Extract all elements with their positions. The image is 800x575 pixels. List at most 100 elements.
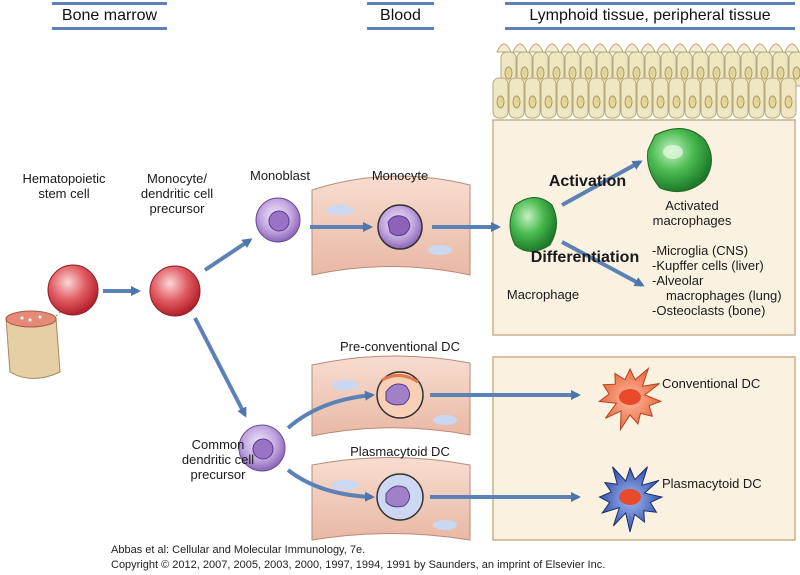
list-item-osteoclasts: -Osteoclasts (bone) [652, 303, 766, 318]
label-common-dc-precursor: Common dendritic cell precursor [181, 437, 255, 482]
monoblast-cell-icon [255, 197, 301, 243]
epithelial-nucleus [632, 66, 641, 80]
label-monocyte: Monocyte [371, 168, 429, 183]
epithelial-apex [672, 43, 688, 53]
epithelial-apex [656, 43, 672, 53]
epithelial-nucleus [704, 95, 713, 109]
epithelial-nucleus [768, 95, 777, 109]
epithelial-nucleus [784, 95, 793, 109]
epithelial-nucleus [776, 66, 785, 80]
epithelial-apex [752, 43, 768, 53]
epithelial-nucleus [608, 95, 617, 109]
list-tissue-macrophages: -Microglia (CNS) -Kupffer cells (liver) … [652, 243, 792, 318]
list-item-alveolar: -Alveolar [652, 273, 704, 288]
arrows [103, 160, 645, 502]
label-activation: Activation [548, 173, 627, 190]
epithelial-nucleus [576, 95, 585, 109]
epithelial-nucleus [624, 95, 633, 109]
epithelial-apex [560, 43, 576, 53]
list-item-alveolar-cont: macrophages (lung) [666, 288, 782, 303]
epithelial-apex [720, 43, 736, 53]
epithelial-nucleus [792, 66, 800, 80]
epithelial-nucleus [720, 95, 729, 109]
caption-source: Abbas et al: Cellular and Molecular Immu… [111, 544, 366, 556]
epithelial-apex [592, 43, 608, 53]
epithelial-nucleus [680, 66, 689, 80]
arrow-to-pre-conventional-dc [286, 390, 375, 430]
conventional-dc-cell-icon [597, 366, 663, 432]
hematopoietic-stem-cell-icon [47, 264, 99, 316]
epithelial-nucleus [496, 95, 505, 109]
label-plasmacytoid-dc-blood: Plasmacytoid DC [350, 444, 450, 459]
monocyte-dc-precursor-cell-icon [149, 265, 201, 317]
epithelial-nucleus [640, 95, 649, 109]
epithelial-nucleus [672, 95, 681, 109]
label-activated-macrophages: Activated macrophages [652, 198, 732, 228]
epithelial-nucleus [568, 66, 577, 80]
arrow-to-common-dc-precursor [193, 317, 247, 418]
epithelial-nucleus [656, 95, 665, 109]
epithelial-nucleus [584, 66, 593, 80]
epithelium-layer [492, 43, 800, 119]
epithelial-nucleus [648, 66, 657, 80]
list-item-kupffer: -Kupffer cells (liver) [652, 258, 764, 273]
arrow-activation [561, 160, 643, 207]
epithelial-nucleus [664, 66, 673, 80]
pre-conventional-dc-cell-icon [376, 371, 424, 419]
epithelial-nucleus [592, 95, 601, 109]
epithelial-apex [784, 43, 800, 53]
macrophage-cell-icon [509, 197, 557, 252]
activated-macrophage-cell-icon [647, 128, 712, 193]
epithelial-apex [512, 43, 528, 53]
epithelial-nucleus [744, 66, 753, 80]
common-dc-precursor-cell-icon [238, 424, 286, 472]
epithelial-nucleus [520, 66, 529, 80]
epithelial-nucleus [616, 66, 625, 80]
epithelial-apex [736, 43, 752, 53]
label-plasmacytoid-dc: Plasmacytoid DC [662, 476, 762, 491]
epithelial-apex [576, 43, 592, 53]
epithelial-apex [528, 43, 544, 53]
epithelial-nucleus [536, 66, 545, 80]
epithelial-nucleus [736, 95, 745, 109]
label-pre-conventional-dc: Pre-conventional DC [340, 339, 460, 354]
epithelial-nucleus [504, 66, 513, 80]
epithelial-apex [688, 43, 704, 53]
header-blood: Blood [367, 2, 434, 30]
epithelial-nucleus [512, 95, 521, 109]
epithelial-nucleus [760, 66, 769, 80]
epithelial-nucleus [712, 66, 721, 80]
epithelial-nucleus [728, 66, 737, 80]
epithelial-nucleus [752, 95, 761, 109]
epithelial-apex [544, 43, 560, 53]
epithelial-nucleus [560, 95, 569, 109]
arrow-to-monoblast [203, 238, 253, 272]
plasmacytoid-dc-cell-icon [598, 466, 664, 533]
header-bone-marrow: Bone marrow [52, 2, 167, 30]
caption-copyright: Copyright © 2012, 2007, 2005, 2003, 2000… [111, 559, 606, 571]
label-conventional-dc: Conventional DC [662, 376, 761, 391]
arrow-to-plasmacytoid-dc-blood [286, 468, 375, 502]
monocyte-cell-icon [377, 204, 423, 250]
epithelial-apex [608, 43, 624, 53]
label-differentiation: Differentiation [530, 249, 640, 266]
label-hematopoietic-stem-cell: Hematopoietic stem cell [22, 171, 106, 201]
arrow-differentiation [561, 240, 645, 287]
epithelial-nucleus [528, 95, 537, 109]
epithelial-apex [624, 43, 640, 53]
epithelial-apex [704, 43, 720, 53]
epithelial-apex [640, 43, 656, 53]
epithelial-nucleus [544, 95, 553, 109]
label-macrophage: Macrophage [506, 287, 580, 302]
epithelial-nucleus [600, 66, 609, 80]
epithelial-apex [768, 43, 784, 53]
plasmacytoid-dc-blood-cell-icon [376, 473, 424, 521]
epithelial-apex [496, 43, 512, 53]
header-lymphoid-tissue: Lymphoid tissue, peripheral tissue [505, 2, 795, 30]
epithelial-nucleus [688, 95, 697, 109]
label-monoblast: Monoblast [250, 168, 310, 183]
label-monocyte-dc-precursor: Monocyte/ dendritic cell precursor [140, 171, 214, 216]
epithelial-nucleus [552, 66, 561, 80]
list-item-microglia: -Microglia (CNS) [652, 243, 749, 258]
